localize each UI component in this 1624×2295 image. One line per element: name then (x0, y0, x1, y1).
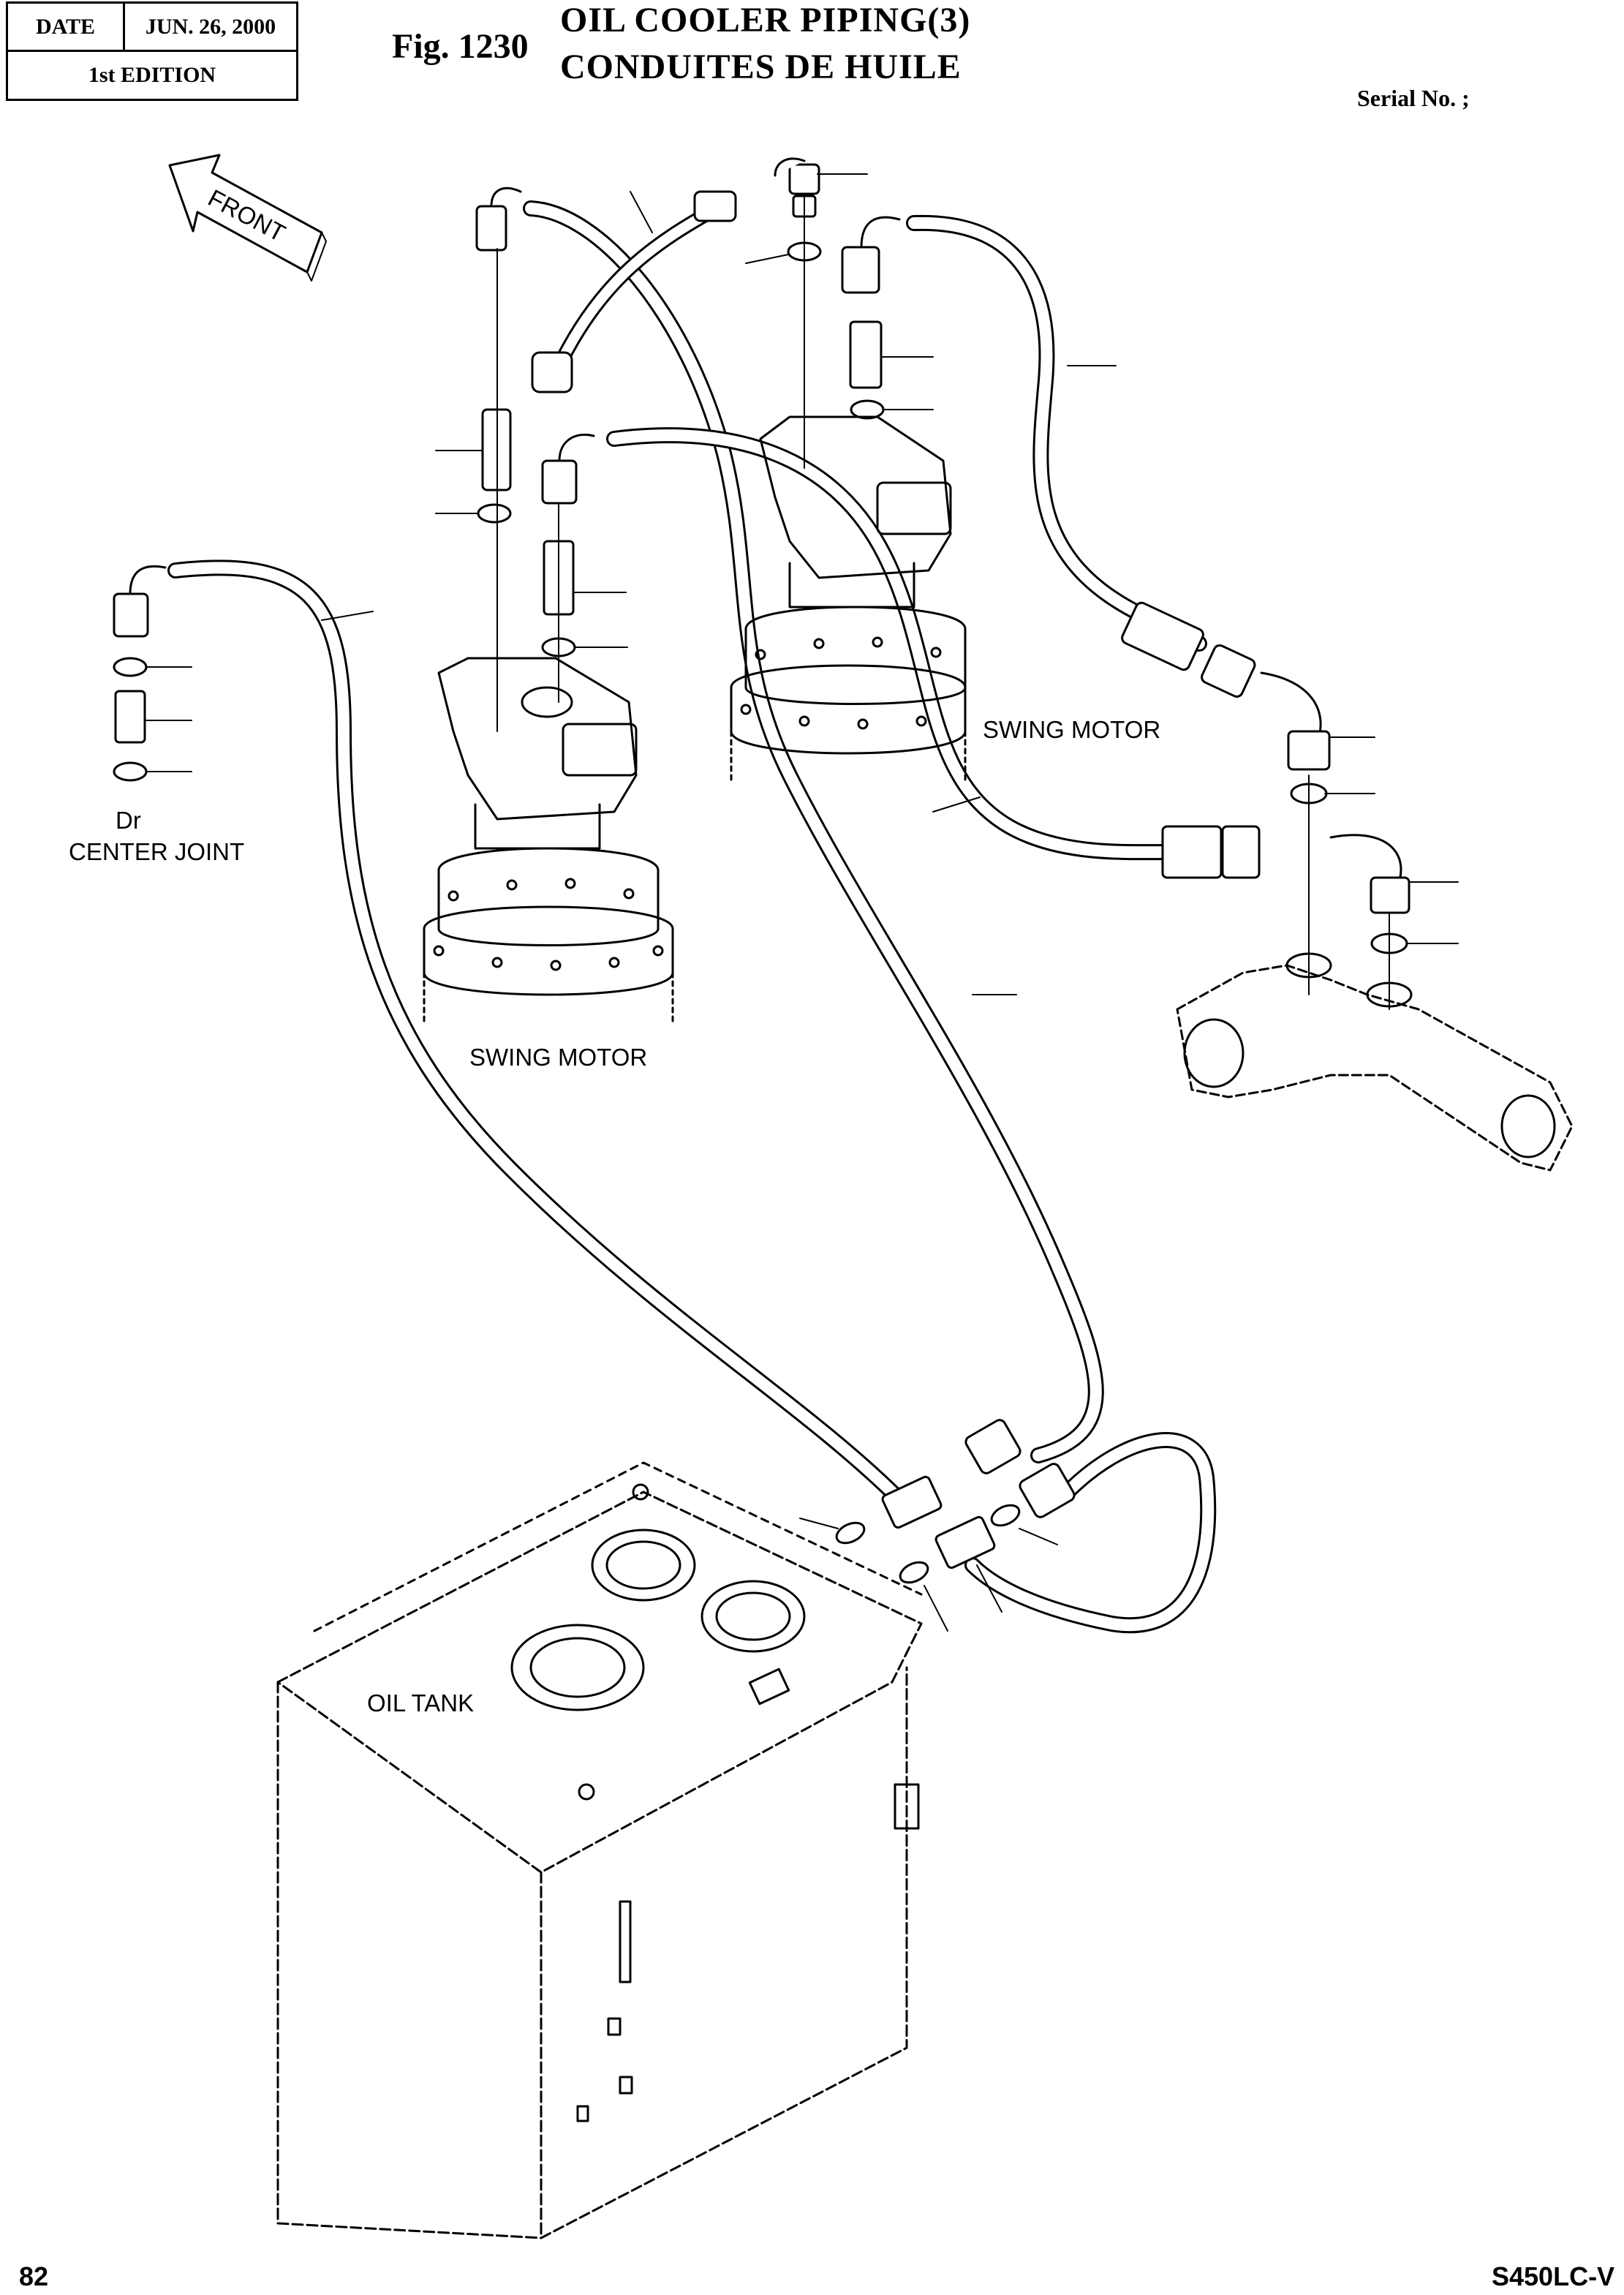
leader-lines (144, 173, 1459, 1632)
dr-label: Dr (116, 807, 141, 834)
oil-tank (276, 1461, 923, 2239)
hose-b (167, 559, 907, 1507)
model-number: S450LC-V (1492, 2261, 1615, 2291)
page-number: 82 (19, 2261, 49, 2291)
edition-label: 1st EDITION (88, 63, 216, 87)
oil-tank-label: OIL TANK (367, 1689, 474, 1716)
hose-e (548, 201, 724, 380)
swing-motor-right (730, 415, 967, 784)
swing-motor-left (423, 657, 674, 1025)
hose-f (964, 1432, 1217, 1634)
front-arrow-icon: FRONT (168, 154, 327, 282)
figure-number: Fig. 1230 (392, 27, 529, 66)
date-value: JUN. 26, 2000 (145, 14, 276, 39)
swing-motor-right-label: SWING MOTOR (983, 716, 1160, 743)
hose-c (606, 427, 1178, 861)
center-joint-tee (1176, 952, 1574, 1172)
center-lines (496, 195, 1390, 1010)
oil-tank-ports (510, 1483, 920, 2122)
page-title: OIL COOLER PIPING(3) (560, 1, 971, 39)
page-subtitle: CONDUITES DE HUILE (560, 48, 962, 86)
hose-a (523, 200, 1104, 1463)
swing-motor-left-label: SWING MOTOR (469, 1044, 647, 1071)
serial-number-label: Serial No. ; (1357, 85, 1470, 111)
date-edition-box: DATE JUN. 26, 2000 1st EDITION (6, 1, 298, 101)
center-joint-label: CENTER JOINT (69, 838, 244, 865)
date-label: DATE (8, 4, 125, 50)
fittings (113, 157, 1410, 1569)
hose-d (906, 214, 1207, 652)
